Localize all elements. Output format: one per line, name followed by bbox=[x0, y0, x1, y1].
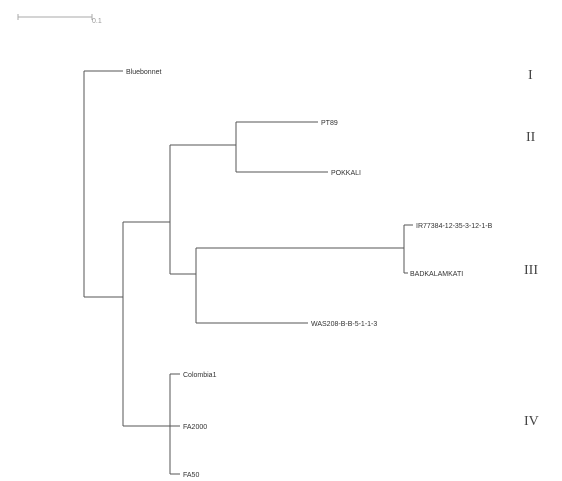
leaf-labels: Bluebonnet PT89 POKKALI IR77384-12-35-3-… bbox=[126, 69, 493, 479]
group-labels: I II III IV bbox=[524, 68, 539, 429]
leaf-label-badkalamkati: BADKALAMKATI bbox=[410, 271, 463, 278]
leaf-label-ir77384: IR77384-12-35-3-12-1-B bbox=[416, 223, 493, 230]
tree-branches bbox=[83, 70, 413, 475]
group-label-2: II bbox=[526, 130, 536, 145]
scale-bar: 0.1 bbox=[17, 14, 102, 25]
leaf-label-pt89: PT89 bbox=[321, 120, 338, 127]
leaf-label-colombia1: Colombia1 bbox=[183, 372, 217, 379]
leaf-label-bluebonnet: Bluebonnet bbox=[126, 69, 161, 76]
leaf-label-fa2000: FA2000 bbox=[183, 424, 207, 431]
leaf-label-pokkali: POKKALI bbox=[331, 170, 361, 177]
group-label-1: I bbox=[528, 68, 533, 83]
leaf-label-was208: WAS208-B-B-5-1-1-3 bbox=[311, 321, 377, 328]
group-label-4: IV bbox=[524, 414, 539, 429]
leaf-label-fa50: FA50 bbox=[183, 472, 199, 479]
group-label-3: III bbox=[524, 263, 538, 278]
scale-bar-label: 0.1 bbox=[92, 18, 102, 25]
